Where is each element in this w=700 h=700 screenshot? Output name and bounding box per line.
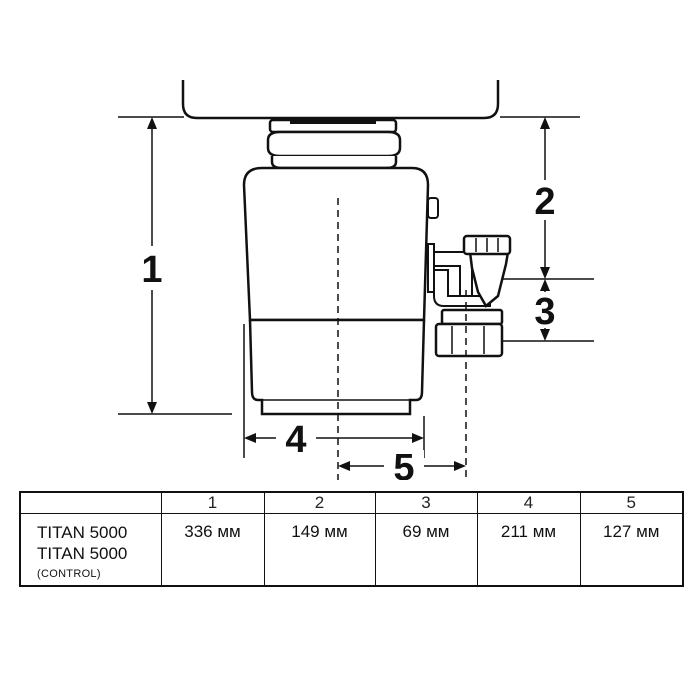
dim2-arrow-top <box>540 117 550 129</box>
dishwasher-inlet <box>433 269 491 307</box>
mount-ring <box>266 130 402 158</box>
model-name-1: TITAN 5000 <box>37 523 128 542</box>
dim3-label: 3 <box>534 291 555 333</box>
inlet-nut-collar <box>440 308 504 326</box>
dim5-arrow-right <box>454 461 466 471</box>
model-variant: (CONTROL) <box>37 568 101 580</box>
side-nub <box>427 197 439 219</box>
value-cell-1: 336 мм <box>160 513 265 587</box>
dim2-label: 2 <box>534 181 555 223</box>
header-cell-5: 5 <box>579 491 684 514</box>
dim4-arrow-left <box>244 433 256 443</box>
dim1-label: 1 <box>141 249 162 291</box>
dim3-arrow-bottom <box>540 329 550 341</box>
header-cell-model <box>19 491 162 514</box>
dim1-arrow-bottom <box>147 402 157 414</box>
inlet-nut <box>434 322 504 358</box>
discharge-flange <box>427 243 435 293</box>
dim4-arrow-right <box>412 433 424 443</box>
table-header-row: 1 2 3 4 5 <box>19 491 684 514</box>
dim1-arrow-top <box>147 117 157 129</box>
value-cell-5: 127 мм <box>579 513 684 587</box>
header-cell-3: 3 <box>374 491 478 514</box>
sink-basin <box>181 80 500 120</box>
mount-ring-lower <box>270 156 398 170</box>
dim4-label: 4 <box>285 419 306 461</box>
sink-flange-inner <box>290 118 376 124</box>
dim2-arrow-bottom <box>540 267 550 279</box>
header-cell-2: 2 <box>263 491 376 514</box>
header-cell-1: 1 <box>160 491 265 514</box>
table-row: TITAN 5000 TITAN 5000 (CONTROL) 336 мм 1… <box>19 513 684 587</box>
header-cell-4: 4 <box>476 491 581 514</box>
dim5-label: 5 <box>393 447 414 480</box>
model-name-2: TITAN 5000 <box>37 544 128 563</box>
dim5-arrow-left <box>338 461 350 471</box>
value-cell-3: 69 мм <box>374 513 478 587</box>
value-cell-4: 211 мм <box>476 513 581 587</box>
disposer-body <box>242 166 430 322</box>
value-cell-2: 149 мм <box>263 513 376 587</box>
model-cell: TITAN 5000 TITAN 5000 (CONTROL) <box>19 513 162 587</box>
dim3-arrow-top <box>540 279 550 291</box>
disposer-base <box>248 319 426 416</box>
dimensions-table: 1 2 3 4 5 TITAN 5000 TITAN 5000 (CONTROL… <box>19 491 684 587</box>
disposer-dimension-diagram: 1 2 3 4 5 <box>118 80 594 480</box>
